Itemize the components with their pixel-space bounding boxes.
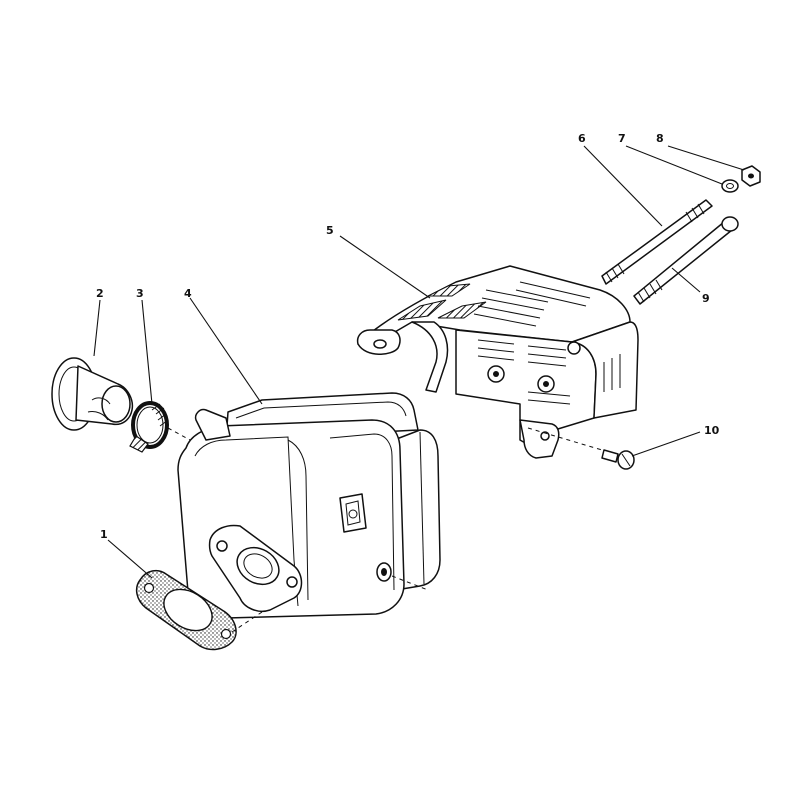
callout-3: 3 xyxy=(136,287,144,300)
callout-7: 7 xyxy=(618,132,626,145)
stud-bolt xyxy=(601,199,713,285)
hex-nut xyxy=(741,165,761,187)
callout-8: 8 xyxy=(656,132,664,145)
long-bolt xyxy=(633,216,739,305)
shield-screw xyxy=(601,449,635,470)
callout-9: 9 xyxy=(702,292,710,305)
muffler-gasket xyxy=(135,569,263,651)
callout-5: 5 xyxy=(326,224,334,237)
callout-10: 10 xyxy=(704,424,720,437)
muffler-body xyxy=(177,392,441,619)
callout-4: 4 xyxy=(184,287,192,300)
heat-shield xyxy=(356,265,639,459)
callout-1: 1 xyxy=(100,528,108,541)
lock-washer xyxy=(721,179,739,193)
leader-lines xyxy=(93,145,745,579)
callout-2: 2 xyxy=(96,287,104,300)
callout-labels: 1 2 3 4 5 6 7 8 9 10 xyxy=(96,132,720,541)
callout-6: 6 xyxy=(578,132,586,145)
exhaust-deflector xyxy=(51,357,134,431)
hose-clamp xyxy=(129,401,191,453)
